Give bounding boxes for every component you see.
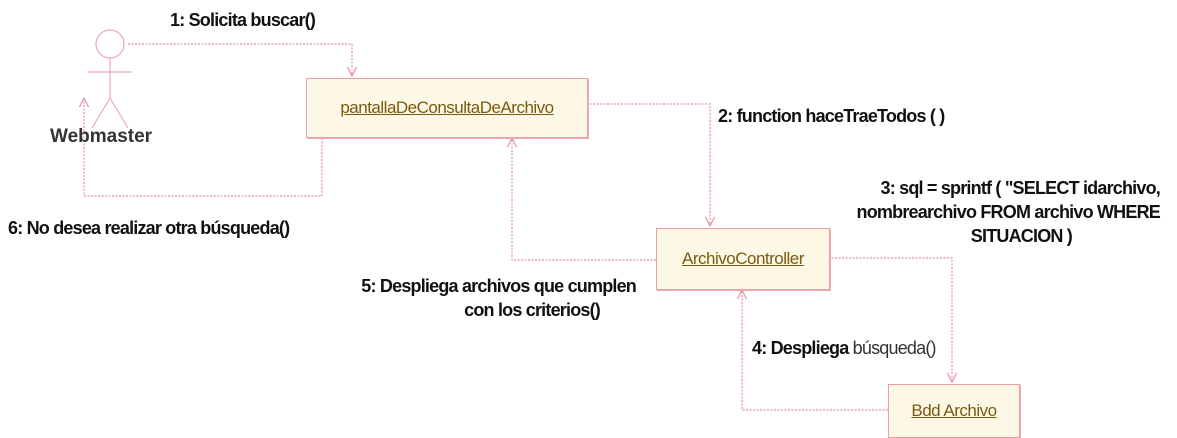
message-4-label: 4: Despliega búsqueda() (752, 336, 937, 360)
object-bdd-archivo[interactable]: Bdd Archivo (888, 384, 1020, 438)
message-1-label: 1: Solicita buscar() (170, 10, 316, 30)
connector-msg-2 (586, 103, 710, 226)
message-3-label: 3: sql = sprintf ( "SELECT idarchivo, no… (820, 176, 1161, 248)
connector-msg-3 (828, 257, 952, 382)
object-archivo-controller[interactable]: ArchivoController (656, 228, 830, 290)
message-3-line-1: 3: sql = sprintf ( "SELECT idarchivo, (880, 178, 1161, 198)
message-5-line-1: 5: Despliega archivos que cumplen (361, 276, 637, 296)
message-4-bold: 4: Despliega (752, 338, 849, 358)
message-3-line-3: SITUACION ) (970, 226, 1073, 246)
message-3-line-2: nombrearchivo FROM archivo WHERE (856, 202, 1161, 222)
object-pantalla-label: pantallaDeConsultaDeArchivo (340, 98, 554, 117)
connector-msg-4 (742, 290, 888, 411)
connector-msg-1 (128, 43, 352, 76)
object-archivo-controller-label: ArchivoController (682, 249, 804, 268)
message-5-label: 5: Despliega archivos que cumplen con lo… (316, 274, 637, 322)
message-2-label: 2: function haceTraeTodos ( ) (718, 106, 945, 126)
message-4-rest: búsqueda() (852, 338, 937, 358)
connector-msg-5 (512, 138, 656, 261)
actor-name: Webmaster (50, 126, 153, 147)
object-bdd-archivo-label: Bdd Archivo (911, 401, 997, 420)
object-pantalla[interactable]: pantallaDeConsultaDeArchivo (306, 78, 588, 138)
connector-msg-6 (84, 98, 323, 197)
message-6-label: 6: No desea realizar otra búsqueda() (8, 218, 290, 238)
webmaster-actor-icon (88, 29, 132, 129)
message-5-line-2: con los criterios() (464, 300, 601, 320)
